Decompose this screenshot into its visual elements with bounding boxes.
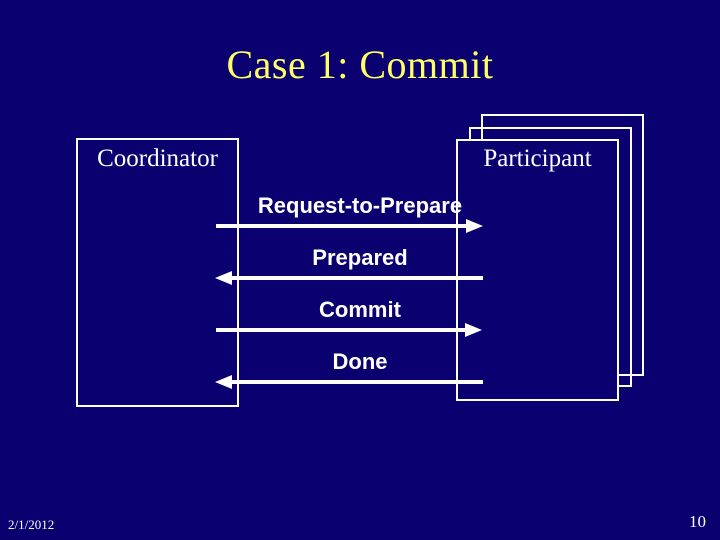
- message-label-request-to-prepare: Request-to-Prepare: [257, 193, 463, 218]
- arrow-head-left-icon: [215, 271, 232, 285]
- arrow-shaft: [231, 380, 483, 384]
- participant-label: Participant: [483, 145, 592, 172]
- arrow-shaft: [231, 276, 483, 280]
- message-label-done: Done: [332, 349, 388, 374]
- page-title: Case 1: Commit: [226, 42, 494, 87]
- message-label-prepared: Prepared: [312, 245, 408, 270]
- footer-page-number: 10: [689, 512, 706, 531]
- arrow-head-left-icon: [215, 375, 232, 389]
- arrow-shaft: [216, 224, 467, 228]
- arrow-head-right-icon: [465, 323, 482, 337]
- participant-box-front: [456, 139, 619, 401]
- message-arrow-prepared: [215, 270, 483, 286]
- message-arrow-commit: [216, 322, 482, 338]
- footer-date: 2/1/2012: [8, 517, 55, 532]
- arrow-shaft: [216, 328, 466, 332]
- message-arrow-request-to-prepare: [216, 218, 483, 234]
- coordinator-label: Coordinator: [97, 145, 218, 172]
- message-label-commit: Commit: [319, 297, 401, 322]
- message-arrow-done: [215, 374, 483, 390]
- coordinator-box: [76, 138, 239, 407]
- arrow-head-right-icon: [466, 219, 483, 233]
